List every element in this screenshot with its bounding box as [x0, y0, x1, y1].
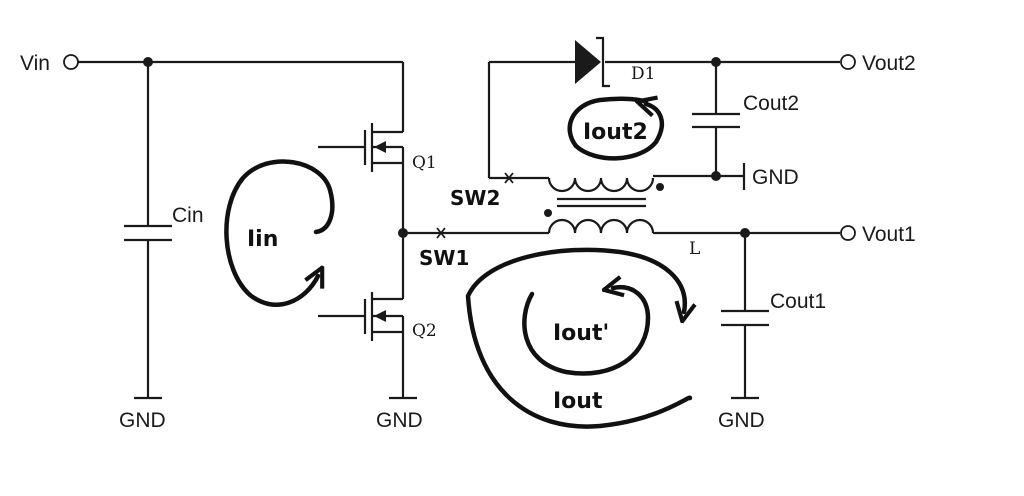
vout2-label: Vout2 [862, 52, 916, 75]
secondary-polarity-dot [656, 183, 664, 191]
cin-label: Cin [172, 204, 204, 227]
cout2-label: Cout2 [743, 92, 799, 115]
vin-net [63, 54, 405, 132]
q1-mosfet [318, 123, 405, 233]
iout2-label: Iout2 [583, 120, 648, 145]
vout2-terminal [840, 54, 856, 70]
iout-label: Iout [553, 389, 603, 414]
secondary-winding [547, 177, 655, 193]
cout1-capacitor [721, 233, 769, 400]
vin-label: Vin [20, 52, 50, 75]
q2-label: Q2 [412, 321, 437, 341]
vout2-net [487, 54, 856, 180]
iout2-loop-arrow [567, 99, 665, 161]
gnd-q2-label: GND [376, 409, 423, 432]
sw2-label: SW2 [450, 186, 500, 210]
primary-polarity-dot [544, 209, 552, 217]
vout1-label: Vout1 [862, 223, 916, 246]
d1-diode [575, 36, 610, 88]
d1-label: D1 [631, 64, 655, 84]
sw1-label: SW1 [419, 246, 469, 270]
primary-winding [547, 218, 655, 234]
iout-prime-label: Iout' [553, 321, 609, 346]
iin-loop-arrow [224, 159, 335, 307]
l-label: L [689, 239, 700, 259]
cout1-label: Cout1 [770, 290, 826, 313]
sw1-marker [436, 227, 446, 239]
gnd-cout2-label: GND [752, 166, 799, 189]
vout1-net [653, 225, 856, 241]
vout1-terminal [840, 225, 856, 241]
iout-prime-loop-arrow [522, 287, 651, 376]
cout2-capacitor [653, 62, 746, 190]
q2-mosfet [318, 233, 417, 400]
vin-terminal [63, 54, 79, 70]
gnd-cin-label: GND [119, 409, 166, 432]
coupled-inductor [544, 177, 664, 234]
gnd-cout1-label: GND [718, 409, 765, 432]
iin-label: Iin [247, 227, 278, 252]
iout-loop-arrow [465, 247, 690, 429]
cin-capacitor [124, 62, 172, 400]
sw2-marker [504, 172, 514, 184]
q1-label: Q1 [412, 153, 437, 173]
